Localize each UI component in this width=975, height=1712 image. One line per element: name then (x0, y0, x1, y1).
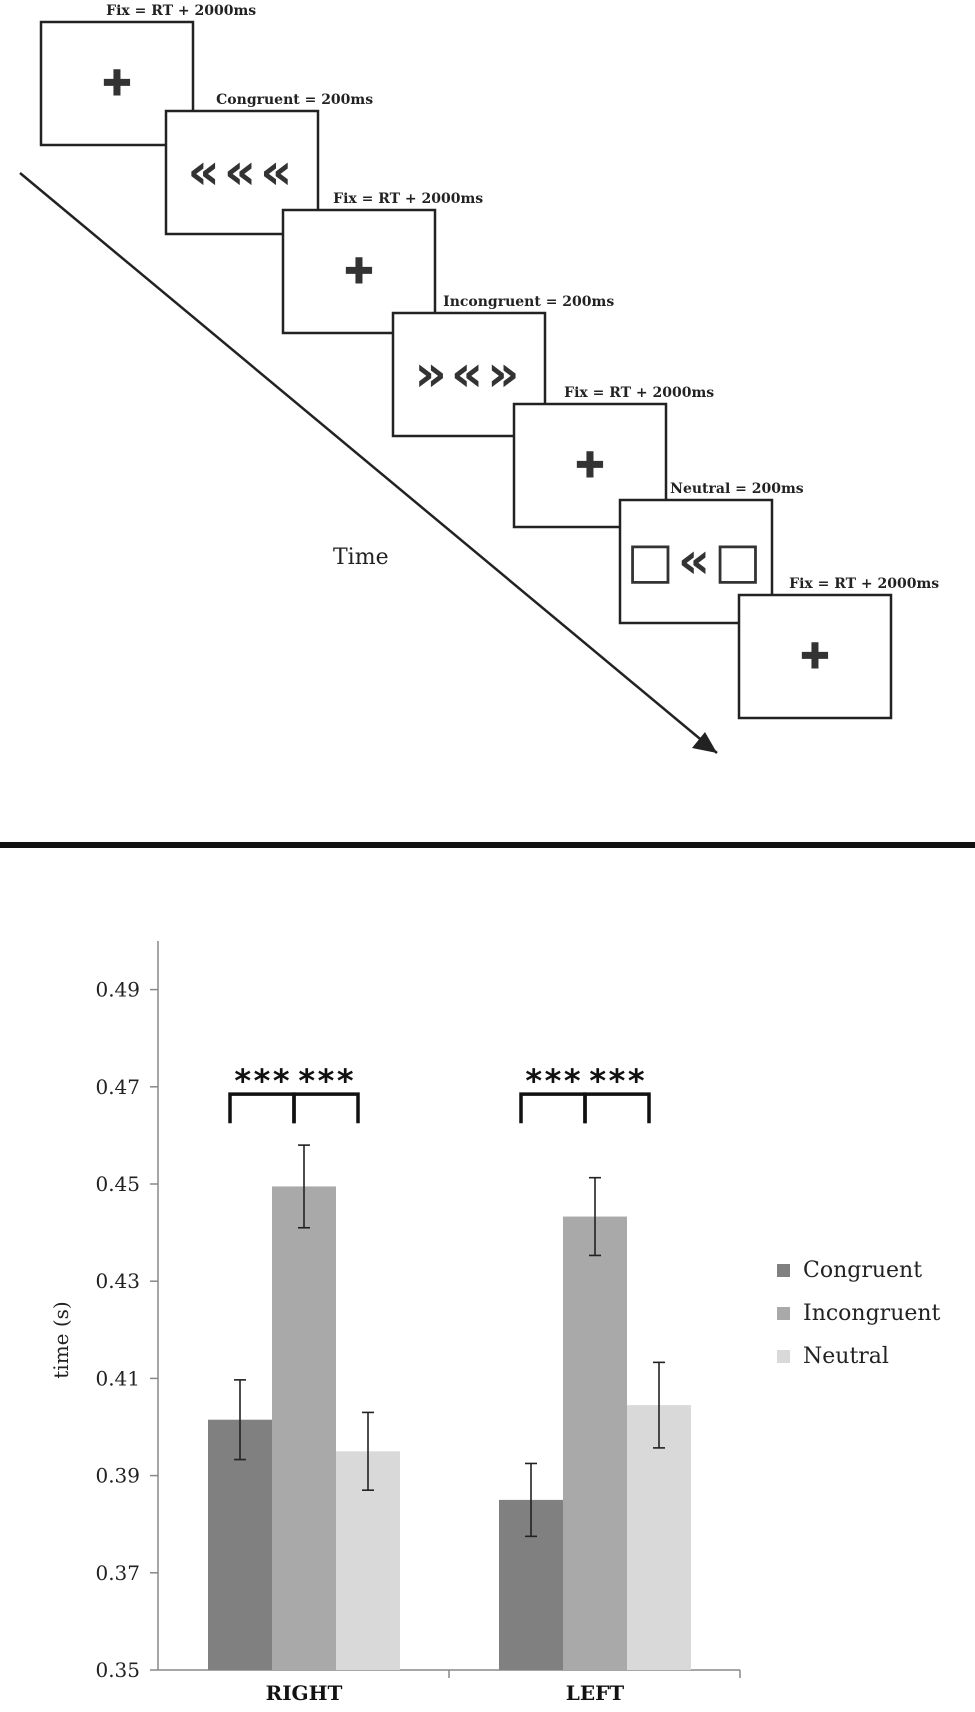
y-tick-label: 0.49 (95, 978, 140, 1002)
time-arrow (19, 172, 718, 754)
y-tick-label: 0.39 (95, 1464, 140, 1488)
category-label: RIGHT (266, 1681, 343, 1705)
screen-timing-label: Fix = RT + 2000ms (106, 3, 256, 19)
time-arrow-head (692, 732, 717, 753)
legend-label-incongruent: Incongruent (803, 1301, 941, 1326)
screen-7: Fix = RT + 2000ms ✚ (737, 576, 939, 720)
bars (208, 1186, 691, 1670)
legend-label-congruent: Congruent (803, 1258, 922, 1283)
bar-neutral-left (627, 1405, 691, 1670)
bar-chart: time (s) 0.35 0.37 0.39 0.41 0.43 0.45 0.47 0.4… (49, 941, 941, 1705)
legend-label-neutral: Neutral (803, 1344, 889, 1369)
fixation-cross: ✚ (800, 637, 830, 678)
bracket-line (583, 1092, 651, 1124)
category-label: LEFT (566, 1681, 625, 1705)
y-tick-label: 0.45 (95, 1172, 140, 1196)
time-label: Time (333, 545, 389, 570)
fixation-cross: ✚ (102, 64, 132, 105)
screen-1: Fix = RT + 2000ms ✚ (39, 3, 256, 147)
y-tick-label: 0.35 (95, 1658, 140, 1682)
y-ticks: 0.35 0.37 0.39 0.41 0.43 0.45 0.47 0.49 (95, 978, 158, 1682)
significance-label: *** (588, 1062, 646, 1100)
bar-incongruent-right (272, 1186, 336, 1670)
screens: Fix = RT + 2000ms✚Congruent = 200ms«««Fi… (39, 3, 939, 720)
category-labels: RIGHT LEFT (266, 1681, 625, 1705)
screen-timing-label: Congruent = 200ms (216, 92, 373, 108)
y-axis-title: time (s) (49, 1301, 73, 1378)
error-bars (234, 1144, 665, 1538)
y-tick-label: 0.47 (95, 1075, 140, 1099)
significance-bracket: *** (583, 1062, 651, 1124)
y-tick-label: 0.43 (95, 1269, 140, 1293)
paradigm-panel: Time Fix = RT + 2000ms ✚ Congruent = 200ms… (19, 3, 939, 754)
bar-incongruent-left (563, 1216, 627, 1670)
fixation-cross: ✚ (575, 446, 605, 487)
arrow-stimulus: »«» (415, 345, 524, 403)
significance-label: *** (297, 1062, 355, 1100)
legend-swatch-incongruent (777, 1307, 790, 1320)
screen-timing-label: Neutral = 200ms (670, 481, 804, 497)
screen-timing-label: Fix = RT + 2000ms (564, 385, 714, 401)
significance-label: *** (524, 1062, 582, 1100)
significance-bracket: *** (519, 1062, 587, 1124)
significance-brackets: ************ (228, 1062, 651, 1124)
legend-swatch-congruent (777, 1264, 790, 1277)
arrow-stimulus: □«□ (627, 532, 766, 590)
screen-timing-label: Incongruent = 200ms (443, 294, 614, 310)
y-tick-label: 0.37 (95, 1561, 140, 1585)
screen-3: Fix = RT + 2000ms ✚ (281, 191, 483, 335)
significance-bracket: *** (292, 1062, 360, 1124)
legend-swatch-neutral (777, 1350, 790, 1363)
y-tick-label: 0.41 (95, 1366, 140, 1390)
screen-frame (737, 593, 893, 720)
fixation-cross: ✚ (344, 252, 374, 293)
significance-label: *** (233, 1062, 291, 1100)
screen-timing-label: Fix = RT + 2000ms (789, 576, 939, 592)
bar-congruent-right (208, 1419, 272, 1670)
screen-timing-label: Fix = RT + 2000ms (333, 191, 483, 207)
arrow-stimulus: ««« (188, 143, 297, 201)
bracket-line (292, 1092, 360, 1124)
significance-bracket: *** (228, 1062, 296, 1124)
